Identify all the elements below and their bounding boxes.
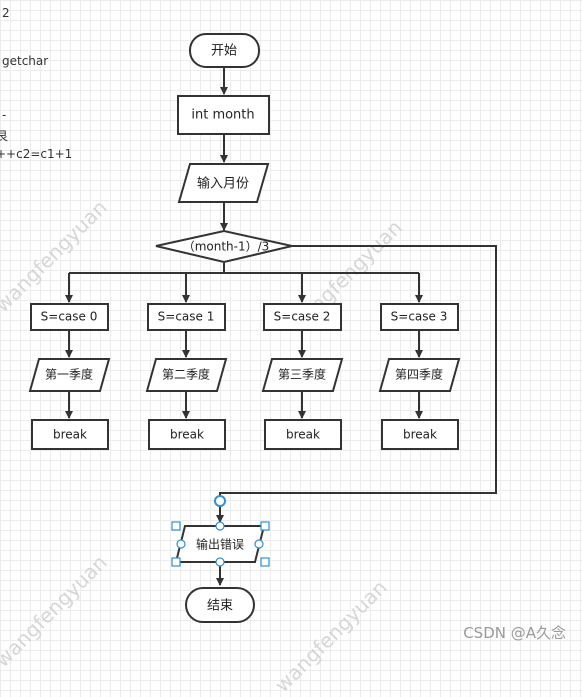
side-text-4: 艮 — [0, 129, 9, 143]
input-label: 输入月份 — [197, 176, 249, 192]
break-2-label: break — [286, 428, 320, 442]
case-3-node[interactable] — [380, 303, 459, 331]
side-text-2: getchar — [2, 54, 49, 68]
output-1-node[interactable] — [145, 358, 228, 392]
resize-handle-bl — [171, 557, 181, 567]
flowchart-canvas[interactable]: 开始 int month 输入月份 （month-1）/3 S=case 0 S… — [0, 0, 582, 655]
output-3-label: 第四季度 — [395, 367, 443, 382]
side-text-1: 2 — [2, 6, 10, 20]
break-1-node[interactable] — [148, 419, 226, 450]
start-label: 开始 — [211, 44, 237, 59]
input-node[interactable] — [177, 163, 270, 203]
end-label: 结束 — [207, 599, 233, 614]
break-0-node[interactable] — [31, 419, 109, 450]
error-label: 输出错误 — [196, 537, 244, 552]
output-0-label: 第一季度 — [45, 367, 93, 382]
connectors — [65, 67, 497, 586]
case-1-label: S=case 1 — [158, 310, 215, 324]
side-text-5: ++c2=c1+1 — [0, 147, 73, 161]
connect-point-right — [254, 539, 264, 549]
edge-endpoint-handle — [214, 495, 226, 507]
selection-handles[interactable] — [171, 495, 270, 567]
side-text-3: - — [2, 108, 7, 122]
break-2-node[interactable] — [264, 419, 342, 450]
output-2-node[interactable] — [261, 358, 344, 392]
case-2-node[interactable] — [263, 303, 342, 331]
start-node[interactable] — [189, 33, 260, 68]
connect-point-bottom — [215, 557, 225, 567]
credit-watermark: CSDN @A久念 — [463, 624, 566, 642]
decision-node[interactable] — [155, 229, 293, 264]
resize-handle-br — [260, 557, 270, 567]
end-node[interactable] — [185, 587, 255, 623]
break-1-label: break — [170, 428, 204, 442]
case-2-label: S=case 2 — [274, 310, 331, 324]
edge-default-error — [216, 245, 497, 523]
case-0-node[interactable] — [30, 303, 109, 331]
output-0-node[interactable] — [28, 358, 111, 392]
case-3-label: S=case 3 — [391, 310, 448, 324]
break-3-node[interactable] — [381, 419, 459, 450]
declare-node[interactable] — [177, 95, 270, 135]
case-1-node[interactable] — [147, 303, 226, 331]
declare-label: int month — [191, 108, 254, 123]
output-3-node[interactable] — [378, 358, 461, 392]
break-0-label: break — [53, 428, 87, 442]
resize-handle-tl — [171, 521, 181, 531]
case-0-label: S=case 0 — [41, 310, 98, 324]
break-3-label: break — [403, 428, 437, 442]
decision-label: （month-1）/3 — [183, 240, 270, 254]
output-2-label: 第三季度 — [278, 367, 326, 382]
resize-handle-tr — [260, 521, 270, 531]
error-node[interactable] — [174, 525, 266, 563]
connect-point-left — [176, 539, 186, 549]
connect-point-top — [215, 521, 225, 531]
output-1-label: 第二季度 — [162, 367, 210, 382]
